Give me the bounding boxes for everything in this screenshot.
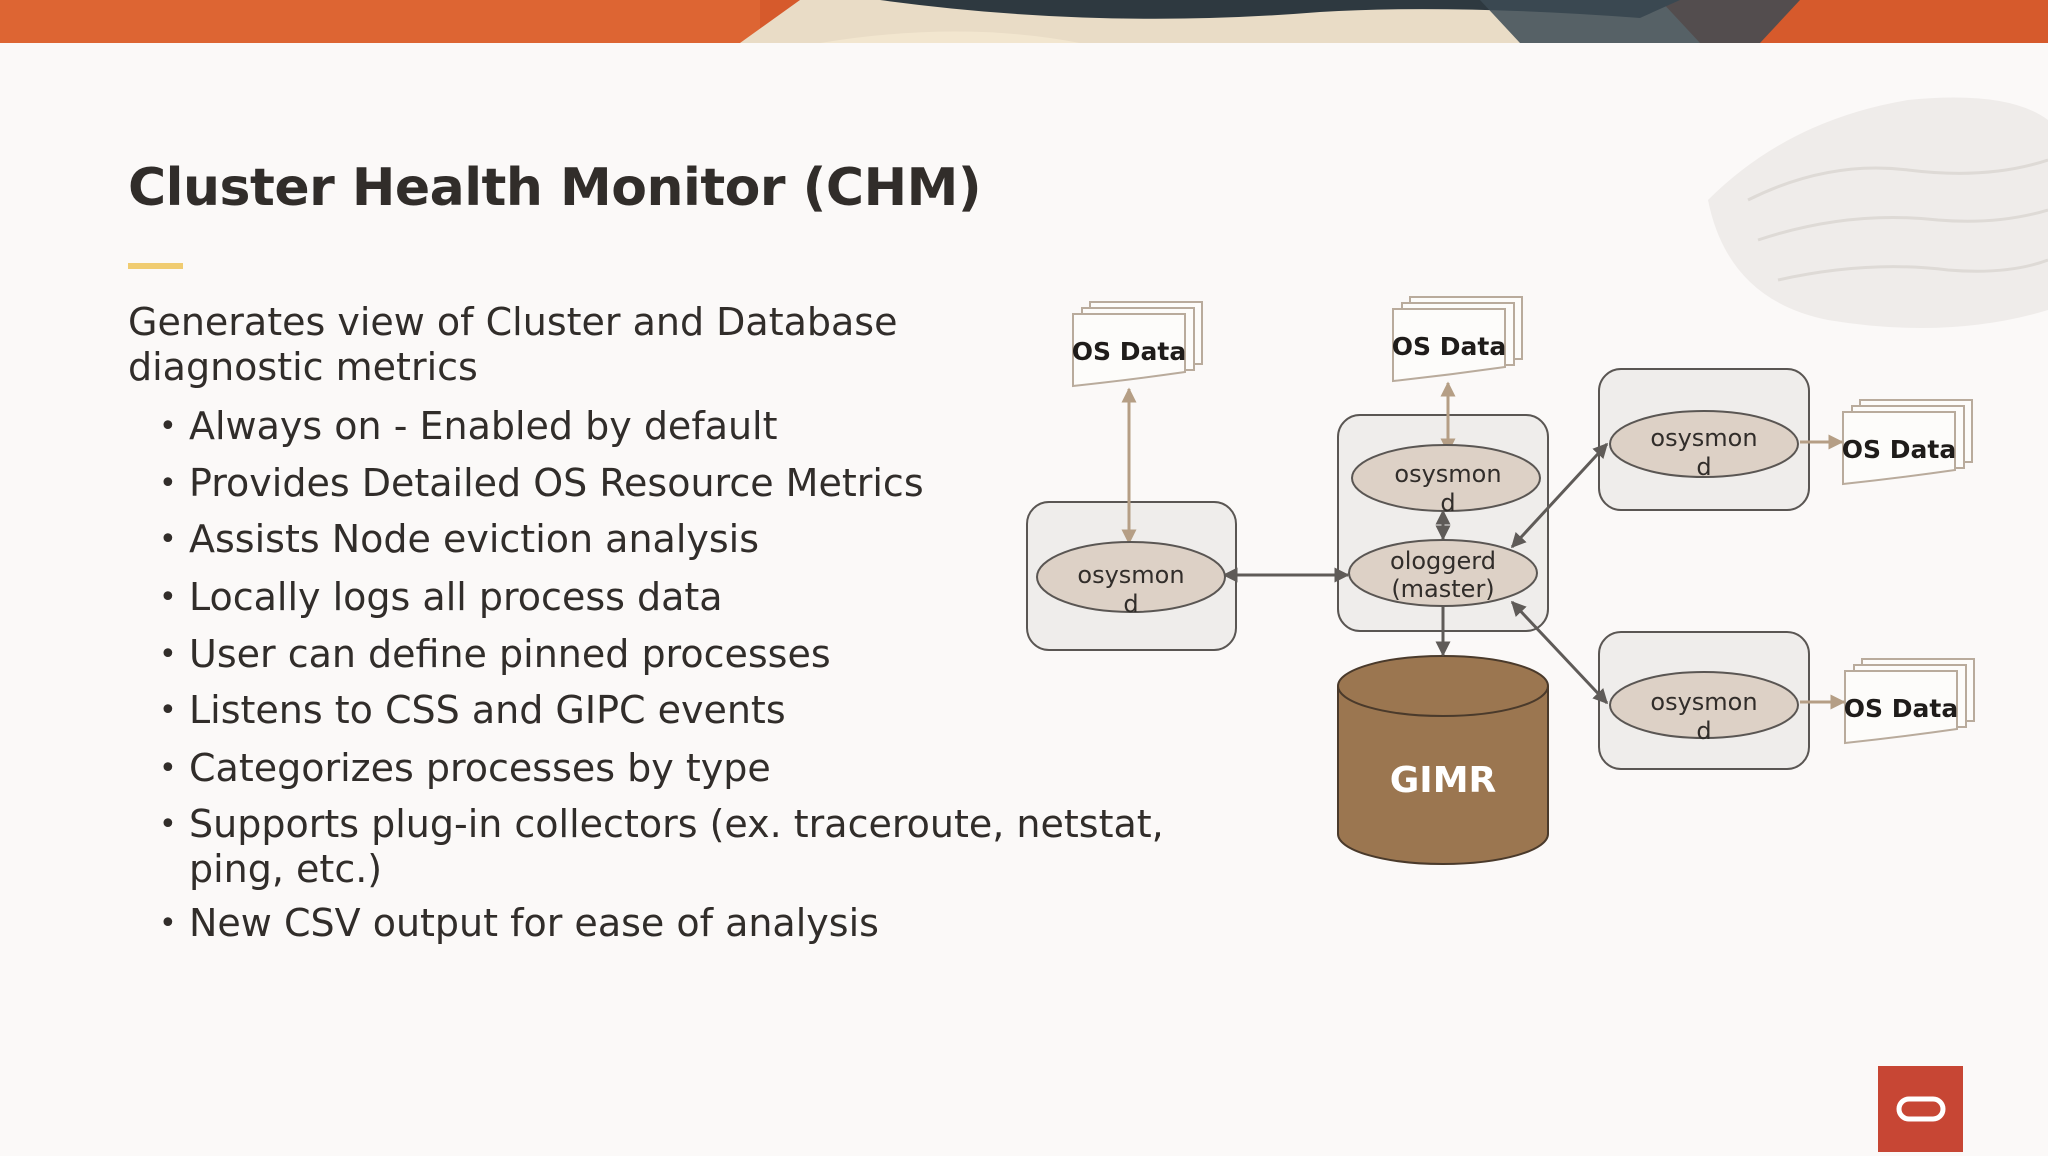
- oracle-logo-mark: [1896, 1096, 1946, 1122]
- osysmon-label-suffix: d: [1696, 453, 1711, 481]
- os-data-label: OS Data: [1392, 332, 1506, 361]
- osysmond-master: osysmon d: [1351, 444, 1541, 517]
- os-data-label: OS Data: [1844, 694, 1958, 723]
- osysmon-label: osysmon: [1394, 460, 1501, 488]
- osysmon-label-suffix: d: [1123, 590, 1138, 618]
- title-accent-bar: [128, 263, 183, 269]
- osysmon-label: osysmon: [1650, 688, 1757, 716]
- oracle-logo-icon: [1878, 1066, 1963, 1152]
- osysmon-label-suffix: d: [1440, 489, 1455, 517]
- bullet-item: Categorizes processes by type: [159, 746, 1089, 791]
- osysmond-right-upper: osysmon d: [1609, 410, 1799, 481]
- bullet-item: Assists Node eviction analysis: [159, 517, 1089, 562]
- bullet-item: Supports plug-in collectors (ex. tracero…: [159, 802, 1164, 892]
- bullet-item: Provides Detailed OS Resource Metrics: [159, 461, 1089, 506]
- bullet-item: User can define pinned processes: [159, 632, 1089, 677]
- os-data-doc-right-lower: OS Data: [1844, 658, 1975, 745]
- os-data-label: OS Data: [1072, 337, 1186, 366]
- lead-text: Generates view of Cluster and Database d…: [128, 300, 898, 389]
- os-data-doc-top: OS Data: [1392, 296, 1523, 383]
- bullet-item: Listens to CSS and GIPC events: [159, 688, 1089, 733]
- connector-master-to-right-upper: [1510, 442, 1609, 549]
- gimr-label: GIMR: [1390, 760, 1497, 801]
- bullet-item: New CSV output for ease of analysis: [159, 901, 1089, 946]
- slide-title: Cluster Health Monitor (CHM): [128, 158, 982, 218]
- os-data-doc-left: OS Data: [1072, 301, 1203, 388]
- decorative-texture: [1708, 97, 2048, 328]
- osysmond-right-lower: osysmon d: [1609, 671, 1799, 745]
- ologgerd-role-label: (master): [1391, 575, 1494, 603]
- gimr-repository: GIMR: [1337, 655, 1549, 865]
- osysmon-label: osysmon: [1650, 424, 1757, 452]
- osysmon-label: osysmon: [1077, 561, 1184, 589]
- osysmon-label-suffix: d: [1696, 717, 1711, 745]
- connector-master-to-right-lower: [1510, 600, 1609, 705]
- bullet-item-continuation: ping, etc.): [189, 847, 383, 891]
- bullet-item: Locally logs all process data: [159, 575, 1089, 620]
- ologgerd-master: ologgerd (master): [1348, 539, 1538, 607]
- bullet-item: Always on - Enabled by default: [159, 404, 1089, 449]
- ologgerd-label: ologgerd: [1390, 547, 1496, 575]
- bullet-item-line: Supports plug-in collectors (ex. tracero…: [189, 802, 1164, 846]
- os-data-label: OS Data: [1842, 435, 1956, 464]
- os-data-doc-right-upper: OS Data: [1842, 399, 1973, 486]
- decorative-banner: [0, 0, 2048, 43]
- osysmond-left: osysmon d: [1036, 541, 1226, 618]
